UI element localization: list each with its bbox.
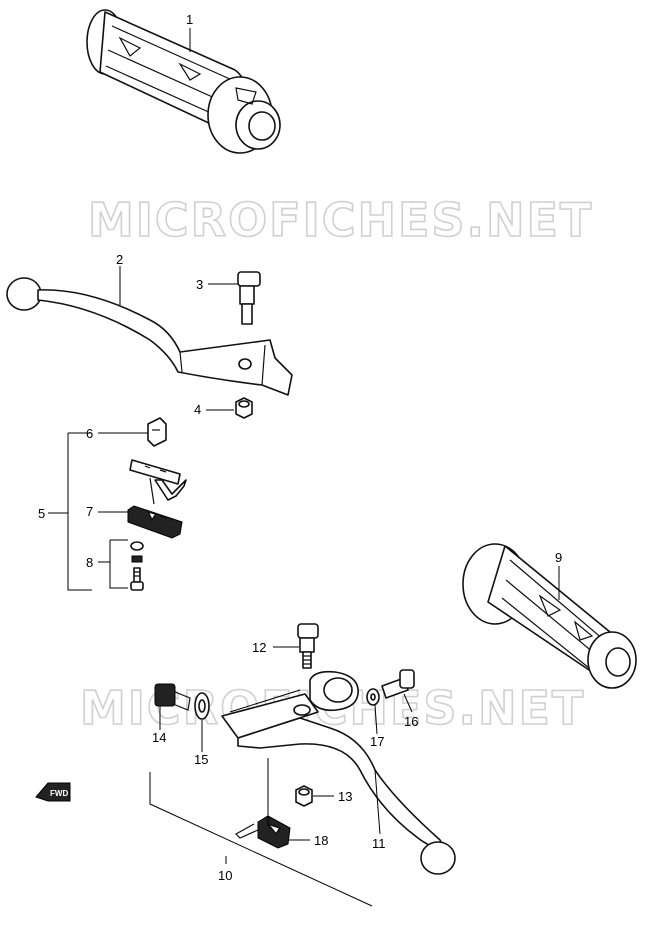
callout-17: 17 [370,734,384,749]
callout-9: 9 [555,550,562,565]
watermark-top: MICROFICHES.NET [88,193,593,247]
forward-label: FWD [50,789,68,798]
callout-15: 15 [194,752,208,767]
brake-lever-part [6,277,293,396]
leader-lines [48,28,560,907]
spring-washer-part [194,692,210,720]
holder-screw-part [381,669,415,699]
switch-bracket-assembly [129,459,187,505]
adjuster-part [154,683,191,711]
nut-part [235,397,253,419]
callout-3: 3 [196,277,203,292]
callout-7: 7 [86,504,93,519]
callout-10: 10 [218,868,232,883]
callout-labels: 1 2 3 4 5 6 7 8 9 10 11 12 13 14 15 16 1… [38,12,562,883]
callout-16: 16 [404,714,418,729]
callout-11: 11 [372,836,386,851]
callout-5: 5 [38,506,45,521]
grip-left-part [86,9,281,154]
callout-14: 14 [152,730,166,745]
callout-12: 12 [252,640,266,655]
callout-13: 13 [338,789,352,804]
lever-bolt-part [297,623,319,669]
brake-switch-part [147,417,167,447]
forward-direction-badge: FWD [35,782,71,802]
callout-18: 18 [314,833,328,848]
clamp-part [127,505,183,539]
callout-4: 4 [194,402,201,417]
pivot-bolt-part [237,271,261,325]
callout-1: 1 [186,12,193,27]
screw-washer-part [130,541,144,591]
callout-2: 2 [116,252,123,267]
callout-6: 6 [86,426,93,441]
callout-8: 8 [86,555,93,570]
clutch-lever-part [221,670,456,875]
grip-right-part [462,543,637,689]
lever-nut-part [295,785,313,807]
holder-washer-part [366,688,380,706]
clutch-switch-part [235,815,291,849]
